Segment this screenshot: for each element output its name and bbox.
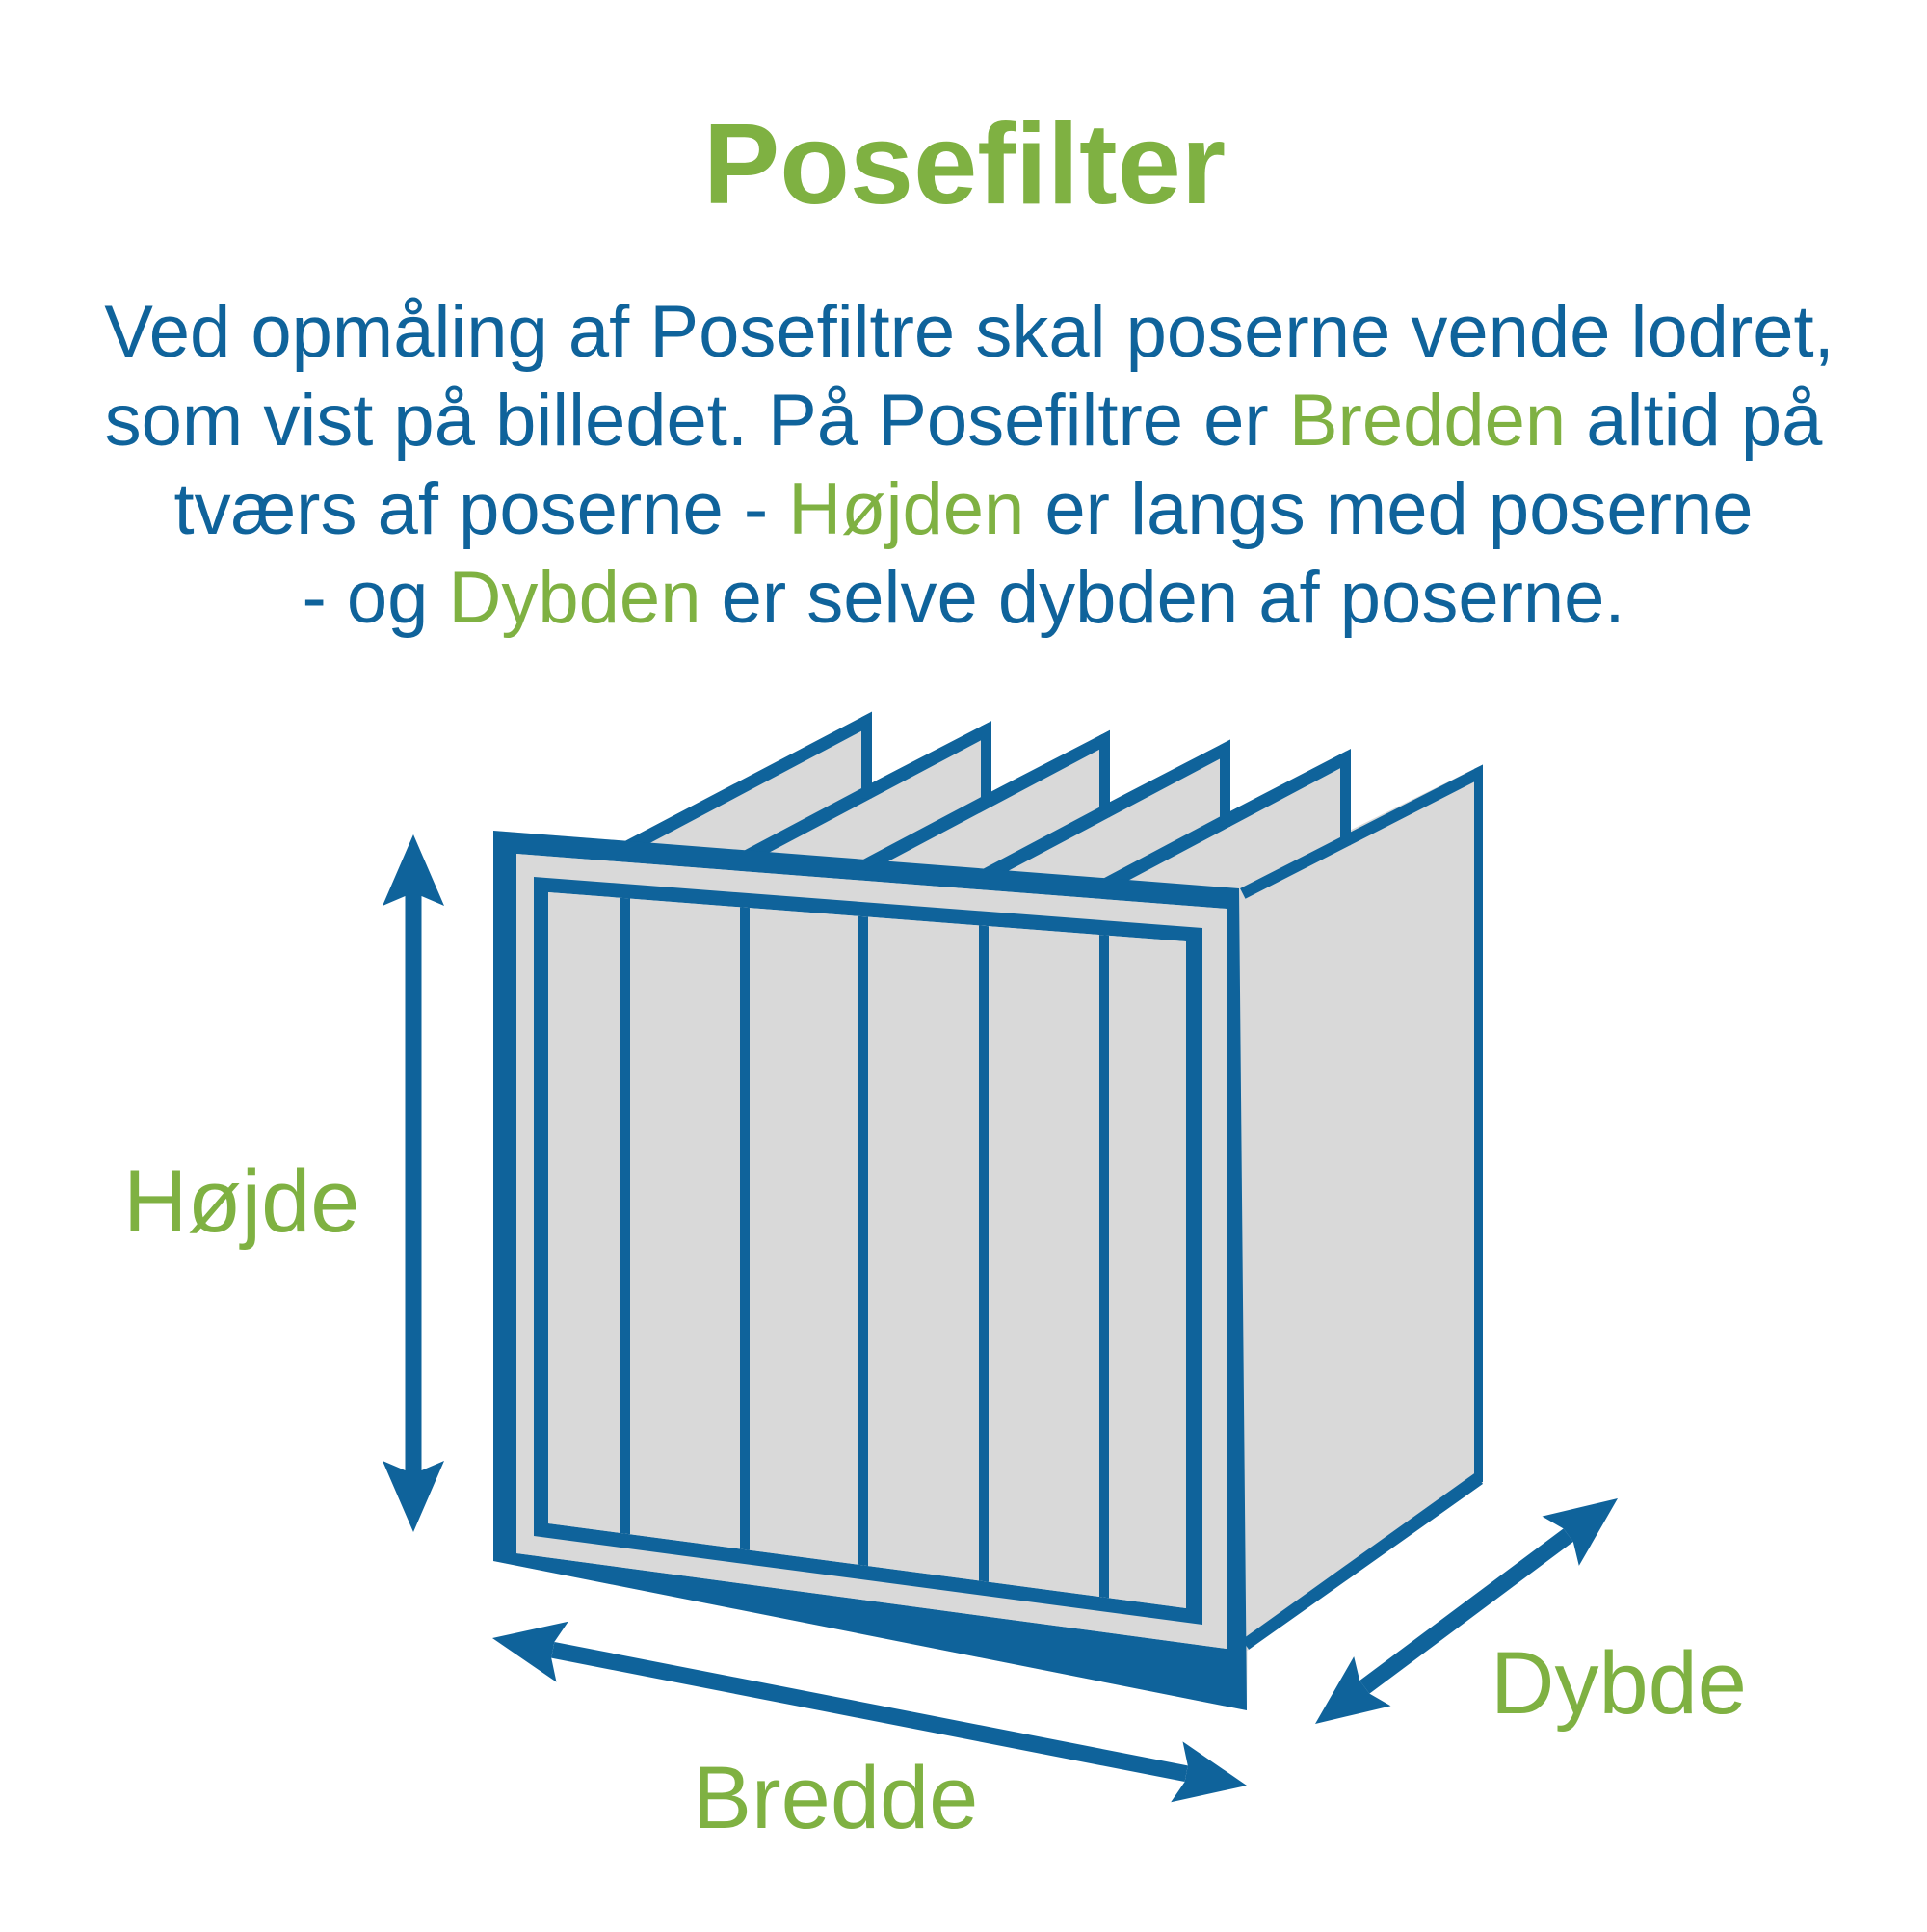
svg-text:- og Dybden er selve dybden af: - og Dybden er selve dybden af poserne.	[302, 557, 1624, 639]
svg-text:Ved opmåling af Posefiltre ska: Ved opmåling af Posefiltre skal poserne …	[104, 291, 1835, 373]
svg-text:som vist på billedet. På Posef: som vist på billedet. På Posefiltre er B…	[105, 380, 1823, 462]
svg-text:tværs af poserne - Højden er l: tværs af poserne - Højden er langs med p…	[173, 468, 1753, 550]
svg-text:Posefilter: Posefilter	[703, 100, 1226, 228]
svg-text:Dybde: Dybde	[1491, 1634, 1747, 1733]
svg-text:Bredde: Bredde	[693, 1749, 979, 1847]
svg-text:Højde: Højde	[123, 1152, 359, 1251]
